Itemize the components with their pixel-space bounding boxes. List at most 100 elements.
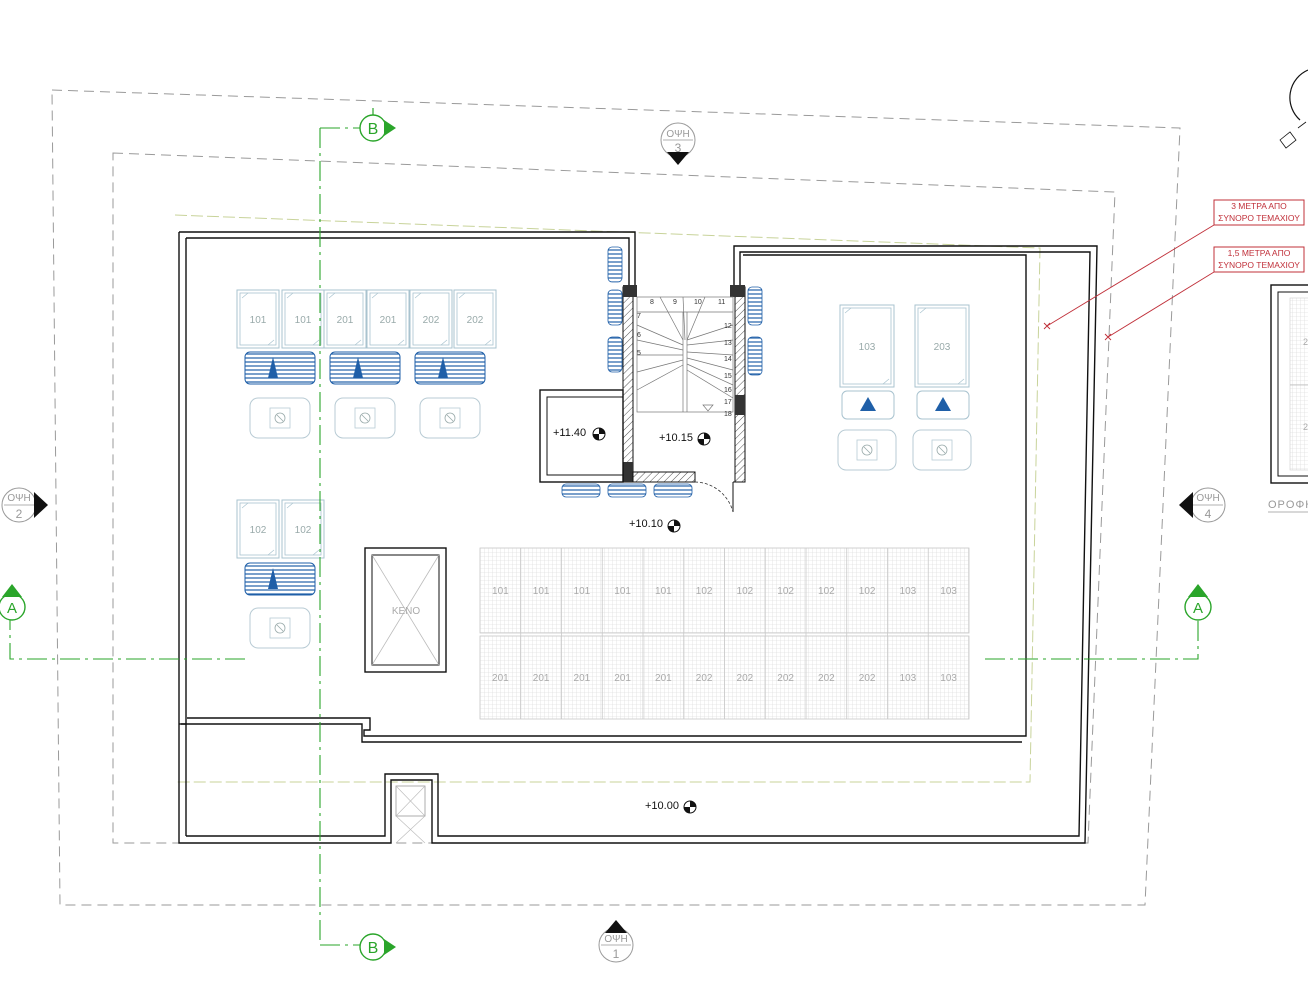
adjacent-label: 2 bbox=[1303, 337, 1308, 347]
solar-panel-label: 102 bbox=[737, 586, 754, 597]
pump-icon bbox=[249, 607, 311, 649]
stair-step-number: 11 bbox=[718, 299, 725, 306]
water-tank-icon bbox=[244, 562, 316, 596]
stair-step-number: 17 bbox=[724, 399, 732, 406]
collector-panel: 101 bbox=[281, 289, 325, 349]
collector-label: 203 bbox=[934, 342, 951, 353]
elevation-number: 1 bbox=[613, 947, 620, 961]
section-marker-b-bottom: B bbox=[359, 933, 396, 961]
collector-panel: 103 bbox=[839, 304, 895, 388]
stair-step-number: 9 bbox=[673, 299, 677, 306]
water-tank-icon bbox=[329, 351, 401, 385]
collector-panel: 201 bbox=[323, 289, 367, 349]
water-tank-icon bbox=[414, 351, 486, 385]
pump-icon bbox=[249, 397, 311, 439]
level-label: +10.00 bbox=[645, 800, 679, 812]
elevation-prefix: ΟΨΗ bbox=[604, 934, 627, 945]
elevation-marker-2: ΟΨΗ 2 bbox=[1, 487, 48, 523]
adjacent-roof-drawing: 2 2 ΟΡΟΦΗ bbox=[1268, 284, 1308, 513]
collector-label: 101 bbox=[295, 315, 312, 326]
pump-icon bbox=[837, 429, 897, 471]
section-marker-label: B bbox=[368, 121, 379, 138]
collector-label: 201 bbox=[380, 315, 397, 326]
solar-panel-label: 201 bbox=[492, 673, 509, 684]
stair-step-number: 10 bbox=[694, 299, 702, 306]
solar-panel-label: 202 bbox=[859, 673, 876, 684]
building-outline bbox=[178, 231, 1098, 844]
elevation-prefix: ΟΨΗ bbox=[1196, 493, 1219, 504]
solar-panel-label: 103 bbox=[900, 586, 917, 597]
water-tank-icon bbox=[841, 390, 895, 420]
solar-panel-label: 102 bbox=[777, 586, 794, 597]
pump-icon bbox=[419, 397, 481, 439]
section-marker-label: B bbox=[368, 940, 379, 957]
solar-panel-label: 103 bbox=[940, 586, 957, 597]
solar-panel-label: 202 bbox=[818, 673, 835, 684]
stair-step-number: 15 bbox=[724, 373, 732, 380]
collector-label: 101 bbox=[250, 315, 267, 326]
collector-panel: 203 bbox=[914, 304, 970, 388]
solar-panel-label: 202 bbox=[737, 673, 754, 684]
solar-panel-label: 102 bbox=[696, 586, 713, 597]
solar-panel-label: 201 bbox=[533, 673, 550, 684]
shaft-void: ΚΕΝΟ bbox=[364, 547, 447, 673]
solar-panel-label: 101 bbox=[533, 586, 550, 597]
small-tank-icon bbox=[607, 289, 623, 326]
stair-step-number: 6 bbox=[637, 332, 641, 339]
solar-panel-label: 202 bbox=[777, 673, 794, 684]
section-marker-label: A bbox=[1193, 600, 1203, 617]
stair-step-number: 5 bbox=[637, 350, 641, 357]
small-tank-icon bbox=[607, 483, 647, 498]
section-marker-b-top: B bbox=[359, 108, 396, 142]
adjacent-label: 2 bbox=[1303, 422, 1308, 432]
small-tank-icon bbox=[747, 336, 763, 376]
setback-note-3m: 3 ΜΕΤΡΑ ΑΠΟ ΣΥΝΟΡΟ ΤΕΜΑΧΙΟΥ bbox=[1043, 199, 1305, 330]
solar-panel-label: 202 bbox=[696, 673, 713, 684]
water-tank-icon bbox=[916, 390, 970, 420]
elevation-marker-4: ΟΨΗ 4 bbox=[1179, 487, 1226, 523]
level-label: +10.10 bbox=[629, 518, 663, 530]
section-marker-a-right: A bbox=[1184, 584, 1212, 621]
stair-core: 8 9 10 11 7 6 5 12 13 14 15 16 17 18 bbox=[539, 285, 746, 513]
stair-step-number: 14 bbox=[724, 356, 732, 363]
solar-panel-label: 201 bbox=[655, 673, 672, 684]
solar-panel-label: 101 bbox=[614, 586, 631, 597]
solar-panel-label: 102 bbox=[818, 586, 835, 597]
collector-label: 102 bbox=[250, 525, 267, 536]
pump-icon bbox=[912, 429, 972, 471]
shaft-label: ΚΕΝΟ bbox=[392, 606, 421, 617]
solar-panel-label: 103 bbox=[940, 673, 957, 684]
solar-panel-label: 101 bbox=[655, 586, 672, 597]
collector-panel: 102 bbox=[236, 499, 280, 559]
north-arrow-icon bbox=[1279, 69, 1308, 149]
setback-note-1-5m: 1,5 ΜΕΤΡΑ ΑΠΟ ΣΥΝΟΡΟ ΤΕΜΑΧΙΟΥ bbox=[1104, 246, 1305, 341]
level-label: +11.40 bbox=[553, 427, 586, 439]
adjacent-title: ΟΡΟΦΗ bbox=[1268, 499, 1308, 511]
collector-panel: 201 bbox=[366, 289, 410, 349]
water-tank-icon bbox=[244, 351, 316, 385]
note-text: 1,5 ΜΕΤΡΑ ΑΠΟ bbox=[1228, 248, 1291, 258]
collector-label: 103 bbox=[859, 342, 876, 353]
level-label: +10.15 bbox=[659, 432, 693, 444]
stair-step-number: 7 bbox=[637, 313, 641, 320]
setback-lines bbox=[51, 89, 1181, 906]
small-tank-icon bbox=[607, 246, 623, 283]
small-tank-icon bbox=[653, 483, 693, 498]
collector-label: 202 bbox=[423, 315, 440, 326]
level-marker-1140: +11.40 bbox=[553, 427, 606, 441]
collector-label: 201 bbox=[337, 315, 354, 326]
note-text: ΣΥΝΟΡΟ ΤΕΜΑΧΙΟΥ bbox=[1218, 260, 1300, 270]
collector-label: 102 bbox=[295, 525, 312, 536]
level-marker-1000: +10.00 bbox=[645, 800, 697, 814]
section-marker-a-left: A bbox=[0, 584, 26, 621]
small-tank-icon bbox=[747, 286, 763, 326]
solar-panel-label: 102 bbox=[859, 586, 876, 597]
elevation-number: 2 bbox=[16, 507, 23, 521]
note-text: 3 ΜΕΤΡΑ ΑΠΟ bbox=[1231, 201, 1287, 211]
solar-panel-label: 101 bbox=[492, 586, 509, 597]
section-lines bbox=[9, 127, 1199, 946]
collector-panel: 101 bbox=[236, 289, 280, 349]
